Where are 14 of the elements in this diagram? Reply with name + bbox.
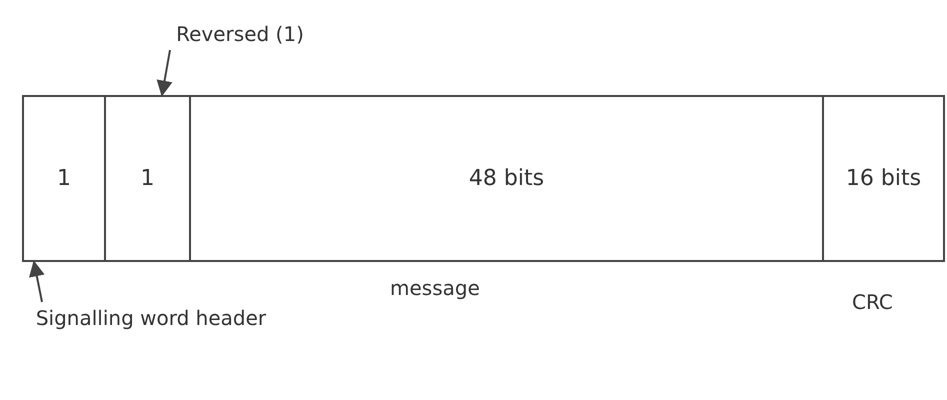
leader-arrow	[28, 260, 45, 302]
field-cell	[189, 95, 824, 262]
callout-label: Reversed (1)	[176, 22, 304, 46]
field-name: message	[390, 276, 480, 300]
bit-count: 1	[140, 166, 154, 191]
field-cell	[822, 95, 945, 262]
callout-label: Signalling word header	[36, 306, 266, 330]
field-cell	[22, 95, 106, 262]
bit-count: 16 bits	[846, 166, 922, 191]
leader-arrow	[156, 50, 172, 97]
bit-count: 1	[57, 166, 71, 191]
field-name: CRC	[852, 290, 893, 314]
field-cell	[104, 95, 191, 262]
bit-count: 48 bits	[468, 166, 544, 191]
